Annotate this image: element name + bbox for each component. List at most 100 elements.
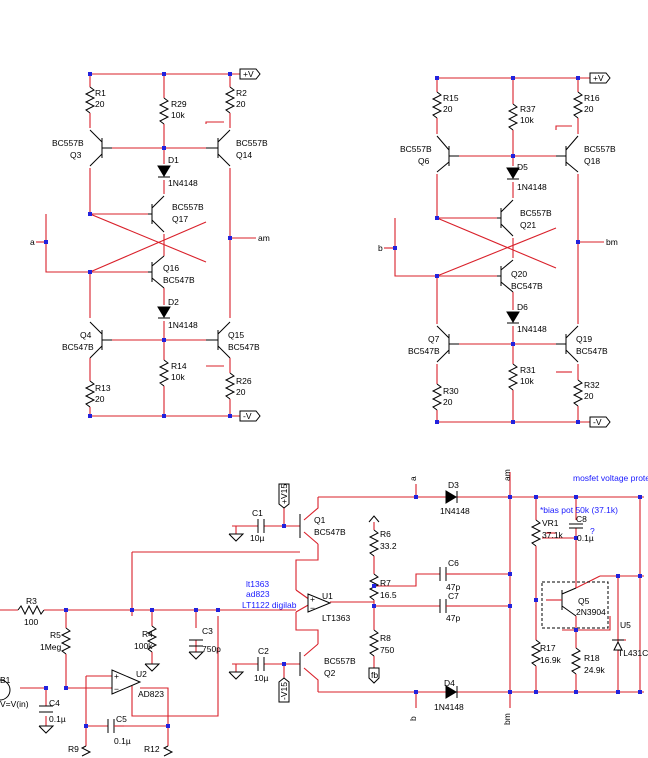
value-R17: 16.9k [540, 655, 562, 665]
model-Q1: BC547B [314, 527, 346, 537]
label-R12: R12 [144, 744, 160, 754]
label-Q2: Q2 [324, 668, 336, 678]
label-R18: R18 [584, 653, 600, 663]
net-bm: bm [606, 237, 618, 247]
label-D3: D3 [448, 480, 459, 490]
model-D2: 1N4148 [168, 320, 198, 330]
model-D1: 1N4148 [168, 178, 198, 188]
value-R3: 100 [24, 617, 38, 627]
value-C4: 0.1µ [49, 714, 66, 724]
value-R30: 20 [443, 397, 453, 407]
value-C6: 47p [446, 582, 460, 592]
net-fb: fb [371, 670, 378, 680]
label-C2: C2 [258, 646, 269, 656]
label-R8: R8 [380, 633, 391, 643]
label-Q19: Q19 [576, 334, 592, 344]
label-R13: R13 [95, 383, 111, 393]
label-Q5: Q5 [578, 596, 590, 606]
label-Q3: Q3 [70, 150, 82, 160]
label-R30: R30 [443, 386, 459, 396]
net-a-bottom: a [408, 476, 418, 481]
model-Q2: BC557B [324, 656, 356, 666]
label-C7: C7 [448, 591, 459, 601]
label-C5: C5 [116, 714, 127, 724]
svg-text:−: − [114, 684, 119, 694]
driver-stage: +− +− a am [0, 469, 648, 757]
value-R16: 20 [584, 104, 594, 114]
svg-text:−: − [310, 603, 315, 613]
value-R8: 750 [380, 645, 394, 655]
supply-neg15: -V15 [279, 682, 289, 700]
label-Q20: Q20 [511, 269, 527, 279]
value-R14: 10k [171, 372, 185, 382]
value-R32: 20 [584, 391, 594, 401]
value-C5: 0.1µ [114, 736, 131, 746]
value-R7: 16.5 [380, 590, 397, 600]
expr-B1: V=V(in) [0, 699, 29, 709]
value-R1: 20 [95, 99, 105, 109]
label-R7: R7 [380, 578, 391, 588]
label-R16: R16 [584, 93, 600, 103]
label-R3: R3 [26, 596, 37, 606]
model-U1: LT1363 [322, 613, 350, 623]
label-R17: R17 [540, 643, 556, 653]
value-R31: 10k [520, 376, 534, 386]
label-Q7: Q7 [428, 334, 440, 344]
value-R2: 20 [236, 99, 246, 109]
protection-title: mosfet voltage prote [573, 473, 648, 483]
value-R5: 1Meg [40, 642, 62, 652]
model-Q3: BC557B [52, 138, 84, 148]
value-R6: 33.2 [380, 541, 397, 551]
model-D3: 1N4148 [440, 506, 470, 516]
net-am-bottom: am [502, 469, 512, 481]
model-D6: 1N4148 [517, 324, 547, 334]
label-R37: R37 [520, 104, 536, 114]
label-Q1: Q1 [314, 515, 326, 525]
label-R4: R4 [142, 629, 153, 639]
label-C3: C3 [202, 626, 213, 636]
model-D4: 1N4148 [434, 702, 464, 712]
model-Q18: BC557B [584, 144, 616, 154]
model-Q14: BC557B [236, 138, 268, 148]
label-R5: R5 [50, 630, 61, 640]
net-am: am [258, 233, 270, 243]
label-Q15: Q15 [228, 330, 244, 340]
label-R14: R14 [171, 361, 187, 371]
label-C1: C1 [252, 508, 263, 518]
label-R1: R1 [95, 88, 106, 98]
value-C2: 10µ [254, 673, 268, 683]
label-R29: R29 [171, 99, 187, 109]
label-R2: R2 [236, 88, 247, 98]
model-Q16: BC547B [163, 275, 195, 285]
label-C6: C6 [448, 558, 459, 568]
label-Q14: Q14 [236, 150, 252, 160]
label-R26: R26 [236, 376, 252, 386]
model-Q21: BC557B [520, 208, 552, 218]
value-R37: 10k [520, 115, 534, 125]
opamp-note-1: lt1363 [246, 579, 269, 589]
label-C4: C4 [49, 698, 60, 708]
label-R9: R9 [68, 744, 79, 754]
protection-question: ? [590, 526, 595, 536]
label-Q21: Q21 [520, 220, 536, 230]
value-R26: 20 [236, 387, 246, 397]
model-Q4: BC547B [62, 342, 94, 352]
label-D1: D1 [168, 155, 179, 165]
label-VR1: VR1 [542, 518, 559, 528]
value-C7: 47p [446, 613, 460, 623]
label-Q16: Q16 [163, 263, 179, 273]
opamp-note-2: ad823 [246, 589, 270, 599]
circuit-b: +V -V b bm R15 20 R37 10k R16 20 BC557B … [378, 72, 618, 428]
supply-neg-a: -V [243, 411, 252, 421]
label-D4: D4 [444, 678, 455, 688]
supply-pos-b: +V [593, 73, 604, 83]
value-R4: 100k [134, 641, 153, 651]
value-C1: 10µ [250, 533, 264, 543]
model-Q7: BC547B [408, 346, 440, 356]
label-Q4: Q4 [80, 330, 92, 340]
value-R15: 20 [443, 104, 453, 114]
label-Q6: Q6 [418, 156, 430, 166]
label-R6: R6 [380, 529, 391, 539]
label-D5: D5 [517, 162, 528, 172]
